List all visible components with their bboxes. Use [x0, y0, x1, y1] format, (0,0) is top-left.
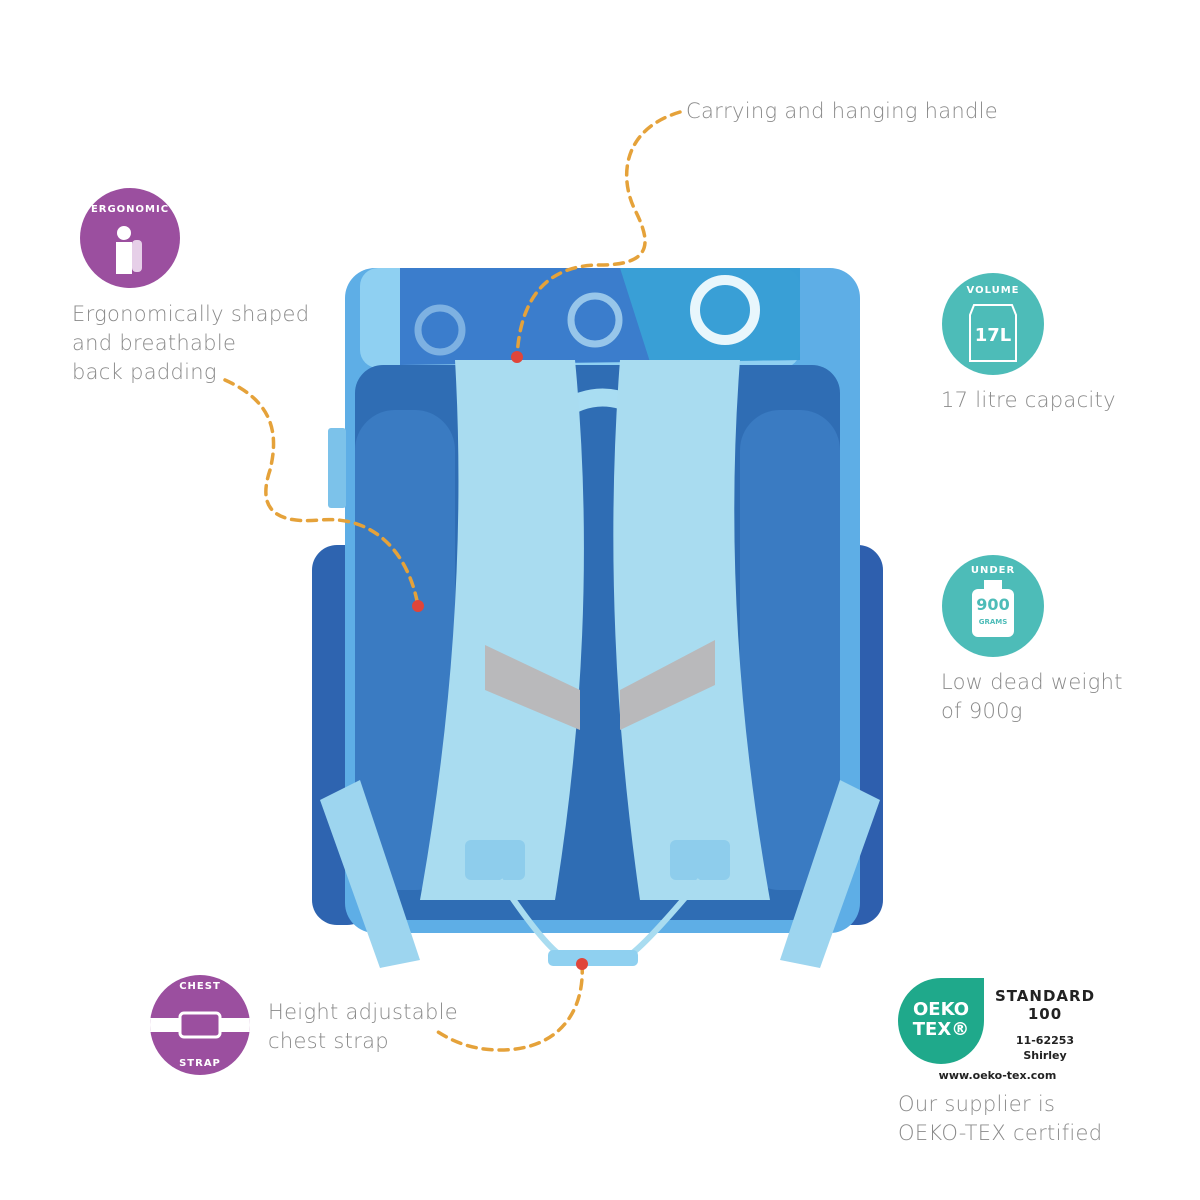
chest-label-line: chest strap — [268, 1029, 389, 1053]
chest-label: Height adjustable chest strap — [268, 998, 458, 1056]
back-callout-line — [223, 378, 420, 608]
weight-label-line: Low dead weight — [941, 670, 1123, 694]
handle-marker-dot — [511, 351, 523, 363]
weight-badge-unit: GRAMS — [978, 618, 1008, 626]
chest-marker-dot — [576, 958, 588, 970]
volume-badge-title: VOLUME — [966, 285, 1020, 296]
reflector-left — [485, 645, 580, 730]
back-label-line: and breathable — [72, 331, 237, 355]
oeko-company: Shirley — [1023, 1049, 1067, 1062]
oeko-tex-logo: OEKO TEX® — [898, 978, 984, 1064]
chest-callout-line — [433, 962, 584, 1052]
weight-icon — [972, 580, 1014, 637]
chest-strap-buckle — [548, 950, 638, 966]
oeko-code: 11-62253 — [1015, 1034, 1075, 1047]
reflector-right — [620, 640, 715, 730]
weight-badge: UNDER 900 GRAMS — [942, 555, 1044, 657]
handle-label: Carrying and hanging handle — [686, 99, 999, 123]
volume-label: 17 litre capacity — [941, 388, 1116, 412]
back-marker-dot — [412, 600, 424, 612]
ergonomic-badge: ERGONOMIC — [80, 188, 180, 288]
oeko-label: Our supplier is OEKO-TEX certified — [898, 1090, 1102, 1148]
volume-badge-value: 17L — [974, 325, 1012, 346]
handle-callout-line — [515, 110, 682, 359]
backpack-outline-icon — [969, 304, 1017, 362]
volume-badge: VOLUME 17L — [942, 273, 1044, 375]
oeko-logo-line: OEKO — [912, 999, 970, 1020]
chest-badge-top: CHEST — [179, 981, 221, 992]
back-label: Ergonomically shaped and breathable back… — [72, 300, 309, 387]
weight-label-line: of 900g — [941, 699, 1023, 723]
buckle-icon — [178, 1011, 222, 1039]
back-label-line: Ergonomically shaped — [72, 302, 310, 326]
oeko-label-line: OEKO-TEX certified — [898, 1121, 1103, 1145]
right-shoulder-strap — [613, 360, 770, 900]
chest-label-line: Height adjustable — [268, 1000, 458, 1024]
oeko-url: www.oeko-tex.com — [938, 1069, 1057, 1082]
oeko-standard: STANDARD — [994, 987, 1096, 1005]
oeko-logo-line: TEX® — [912, 1019, 970, 1040]
ergonomic-badge-text: ERGONOMIC — [90, 204, 170, 215]
horseshoe-icon — [690, 275, 760, 345]
oeko-label-line: Our supplier is — [898, 1092, 1056, 1116]
weight-label: Low dead weight of 900g — [941, 668, 1123, 726]
weight-badge-value: 900 — [976, 595, 1010, 614]
left-shoulder-strap — [420, 360, 584, 900]
spine-icon — [116, 226, 142, 274]
back-label-line: back padding — [72, 360, 217, 384]
chest-strap-badge: CHEST STRAP — [150, 975, 250, 1075]
oeko-number: 100 — [1027, 1005, 1063, 1023]
weight-badge-title: UNDER — [970, 565, 1016, 576]
chest-badge-bottom: STRAP — [179, 1058, 221, 1069]
